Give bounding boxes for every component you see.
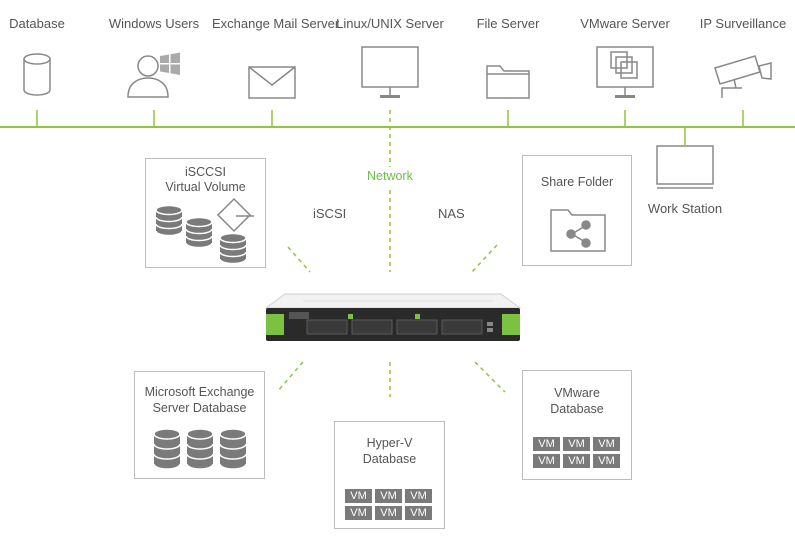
share-folder-box: Share Folder	[522, 155, 632, 266]
vm-tile: VM	[375, 506, 402, 520]
vmware-vm-grid: VM VM VM VM VM VM	[533, 437, 620, 468]
database-stacks-icon	[153, 428, 247, 470]
exchange-db-title-line1: Microsoft Exchange	[144, 385, 255, 399]
vm-tile: VM	[563, 454, 590, 468]
share-folder-title: Share Folder	[540, 175, 614, 189]
folder-icon	[486, 65, 530, 99]
database-icon	[23, 53, 51, 96]
nas-label: NAS	[438, 206, 465, 221]
vmware-db-title-line1: VMware	[554, 386, 600, 400]
vm-tile: VM	[533, 437, 560, 451]
vm-tile: VM	[593, 454, 620, 468]
exchange-db-title-line2: Server Database	[152, 401, 247, 415]
mail-icon	[248, 66, 296, 99]
hyperv-db-title-line1: Hyper-V	[366, 436, 413, 450]
network-label: Network	[367, 169, 413, 183]
label-windows-users: Windows Users	[108, 16, 200, 31]
vm-tile: VM	[593, 437, 620, 451]
iscsi-label: iSCSI	[313, 206, 347, 221]
vm-tile: VM	[563, 437, 590, 451]
nas-server-device	[264, 293, 522, 341]
label-linux-unix-server: Linux/UNIX Server	[336, 16, 444, 31]
camera-icon	[714, 55, 772, 98]
workstation-label: Work Station	[647, 201, 723, 216]
network-drops	[36, 110, 744, 145]
share-folder-icon	[550, 209, 606, 252]
label-database: Database	[9, 16, 65, 31]
vm-tile: VM	[345, 506, 372, 520]
label-ip-surveillance: IP Surveillance	[699, 16, 787, 31]
vm-tile: VM	[405, 506, 432, 520]
hyperv-vm-grid: VM VM VM VM VM VM	[345, 489, 432, 520]
label-file-server: File Server	[476, 16, 540, 31]
hyperv-database-box: Hyper-V Database VM VM VM VM VM VM	[334, 421, 445, 529]
exchange-database-box: Microsoft Exchange Server Database	[134, 371, 265, 479]
vm-tile: VM	[345, 489, 372, 503]
workstation-icon	[656, 145, 714, 189]
label-exchange-mail-server: Exchange Mail Server	[212, 16, 340, 31]
iscsi-volume-title-line1: iSCCSI	[185, 165, 226, 179]
vmware-database-box: VMware Database VM VM VM VM VM VM	[522, 370, 632, 480]
dashed-connectors	[276, 110, 506, 397]
vm-tile: VM	[533, 454, 560, 468]
vm-tile: VM	[375, 489, 402, 503]
vm-tile: VM	[405, 489, 432, 503]
label-vmware-server: VMware Server	[580, 16, 670, 31]
monitor-icon	[361, 46, 419, 98]
iscsi-volume-title-line2: Virtual Volume	[165, 180, 246, 194]
hyperv-db-title-line2: Database	[362, 452, 417, 466]
iscsi-volume-box: iSCCSI Virtual Volume	[145, 158, 266, 268]
windows-user-icon	[127, 52, 180, 98]
stacked-disks-icon	[155, 197, 254, 265]
vmware-monitor-icon	[596, 46, 654, 98]
vmware-db-title-line2: Database	[550, 402, 604, 416]
